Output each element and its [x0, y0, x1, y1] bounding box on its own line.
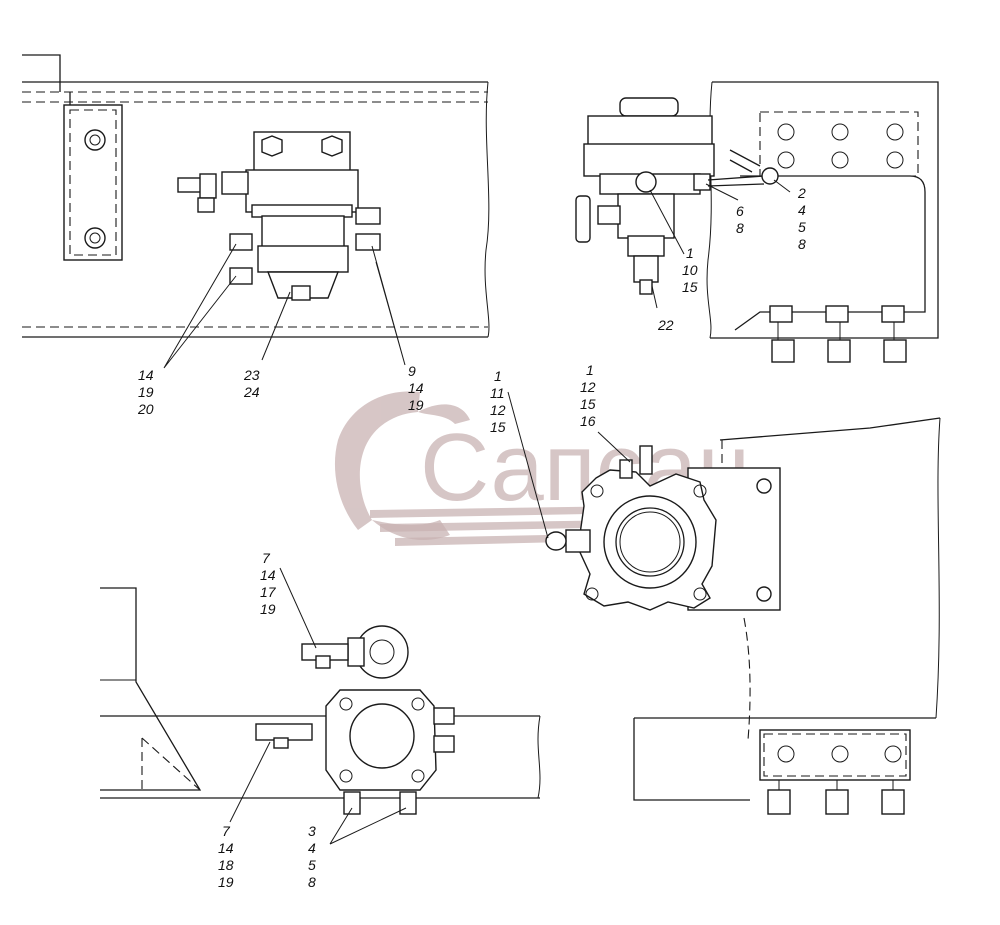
- callout-label: 8: [736, 220, 744, 236]
- callout-label: 2: [797, 185, 806, 201]
- top-right-view: [575, 81, 939, 363]
- callout-label: 5: [308, 857, 316, 873]
- callout-label: 19: [408, 397, 424, 413]
- callout-label: 7: [262, 550, 271, 566]
- callout-label: 8: [798, 236, 806, 252]
- callout-label: 11: [490, 385, 505, 401]
- callout-label: 19: [138, 384, 154, 400]
- callout-label: 15: [580, 396, 596, 412]
- callout-label: 16: [580, 413, 596, 429]
- callout-label: 22: [657, 317, 674, 333]
- callout-label: 19: [218, 874, 234, 890]
- callout-label: 18: [218, 857, 234, 873]
- callout-label: 4: [798, 202, 806, 218]
- callout-label: 5: [798, 219, 806, 235]
- callout-labels: 14 19 20 23 24 9 14 19 6 8 2 4 5 8 1 10 …: [137, 185, 806, 890]
- callout-label: 14: [138, 367, 154, 383]
- callout-label: 14: [218, 840, 234, 856]
- callout-label: 1: [586, 362, 594, 378]
- bottom-left-view: [100, 587, 541, 815]
- top-left-view: [22, 54, 490, 338]
- callout-label: 6: [736, 203, 744, 219]
- callout-label: 1: [686, 245, 694, 261]
- leader-lines: [163, 179, 791, 845]
- callout-label: 8: [308, 874, 316, 890]
- callout-label: 23: [243, 367, 260, 383]
- callout-label: 10: [682, 262, 698, 278]
- callout-label: 15: [682, 279, 698, 295]
- callout-label: 12: [490, 402, 506, 418]
- callout-label: 12: [580, 379, 596, 395]
- callout-label: 17: [260, 584, 277, 600]
- callout-label: 19: [260, 601, 276, 617]
- callout-label: 24: [243, 384, 260, 400]
- callout-label: 3: [308, 823, 316, 839]
- callout-label: 9: [408, 363, 416, 379]
- callout-label: 14: [260, 567, 276, 583]
- callout-label: 14: [408, 380, 424, 396]
- callout-label: 7: [222, 823, 231, 839]
- callout-label: 15: [490, 419, 506, 435]
- callout-label: 1: [494, 368, 502, 384]
- callout-label: 4: [308, 840, 316, 856]
- callout-label: 20: [137, 401, 154, 417]
- middle-right-view: [545, 417, 941, 815]
